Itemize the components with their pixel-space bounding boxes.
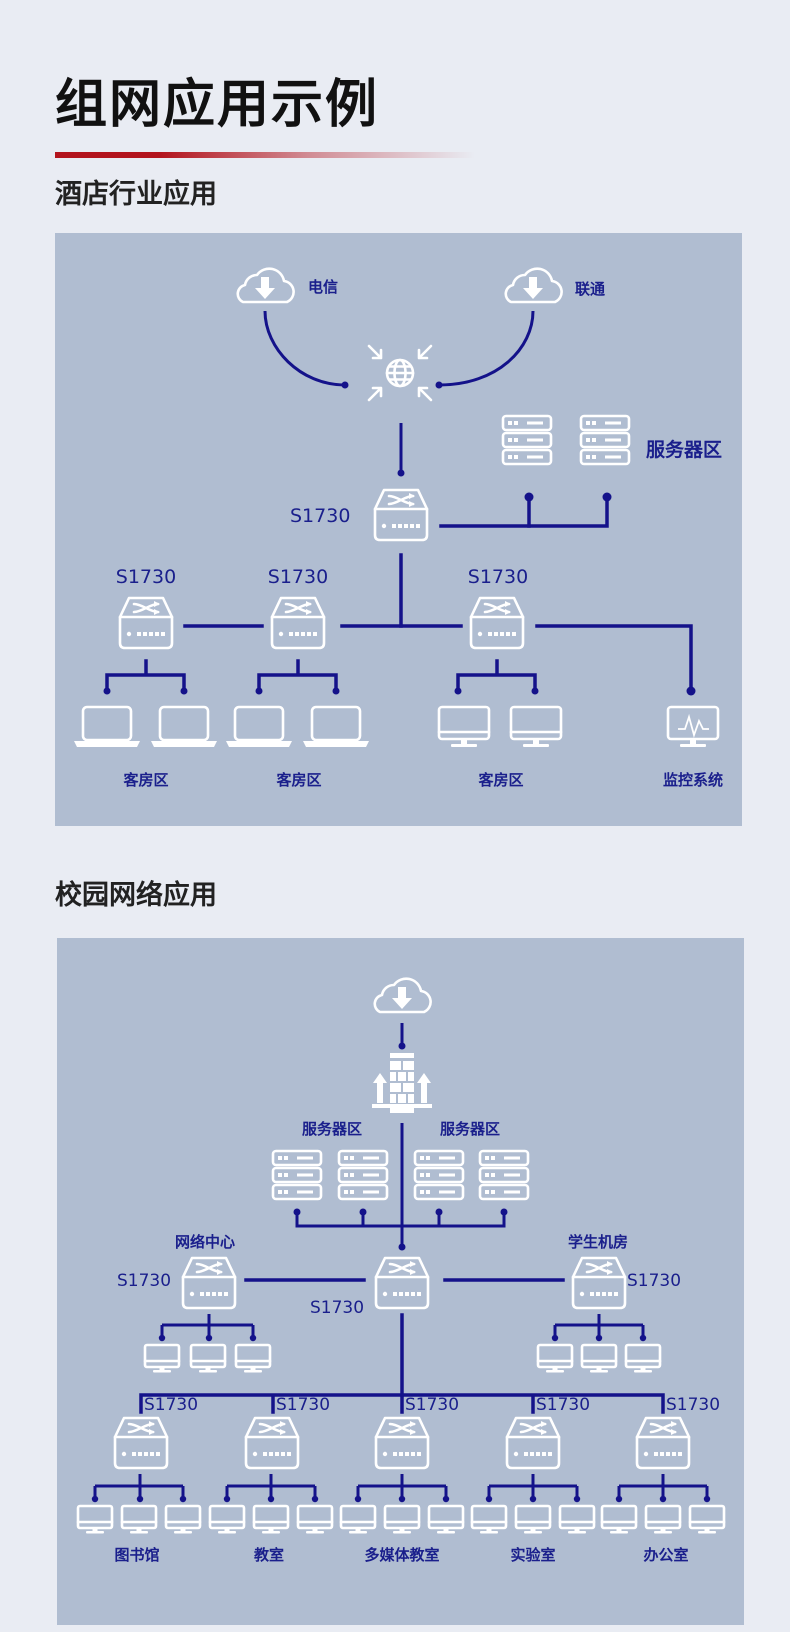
zone-label: 实验室 [510, 1546, 555, 1564]
pc-icon [558, 1504, 596, 1535]
pc-icon [514, 1504, 552, 1535]
desktop-icon [509, 705, 563, 749]
link-isp1-router [263, 310, 346, 387]
server-icon [413, 1149, 465, 1201]
switch-icon [118, 596, 174, 650]
server-icon [478, 1149, 530, 1201]
server-icon [501, 414, 553, 466]
zone-label: 图书馆 [114, 1546, 159, 1564]
pc-icon [189, 1343, 227, 1374]
server-zone-label: 服务器区 [302, 1120, 362, 1138]
switch-icon [113, 1416, 169, 1470]
server-zone-label: 服务器区 [440, 1120, 500, 1138]
page-title: 组网应用示例 [55, 75, 380, 135]
pc-icon [208, 1504, 246, 1535]
switch-icon [270, 596, 326, 650]
pc-row-left [143, 1343, 272, 1374]
pc-icon [644, 1504, 682, 1535]
switch-model-label: S1730 [405, 1395, 459, 1415]
switch-model-label: S1730 [268, 566, 328, 588]
zone-label: 客房区 [477, 771, 523, 789]
laptop-icon [224, 705, 294, 749]
switch-model-label: S1730 [666, 1395, 720, 1415]
switch-model-label: S1730 [116, 566, 176, 588]
server-icon [271, 1149, 323, 1201]
core-model-label: S1730 [310, 1298, 364, 1318]
pc-icon [164, 1504, 202, 1535]
isp-label: 电信 [308, 278, 338, 296]
pc-icon [252, 1504, 290, 1535]
server-icon [579, 414, 631, 466]
link-monitor [535, 624, 693, 690]
router-icon [367, 344, 433, 402]
campus-topology: 服务器区 服务器区 网络中心 学生机房 S1730 S1730 S1730 S1… [76, 977, 726, 1564]
pc-icon [296, 1504, 334, 1535]
link-core-servers [439, 496, 609, 528]
laptop-icon [149, 705, 219, 749]
hotel-section-title: 酒店行业应用 [55, 179, 217, 210]
pc-icon [339, 1504, 377, 1535]
core-switch-icon [374, 1256, 430, 1310]
cloud-icon [504, 267, 563, 304]
pc-icon [383, 1504, 421, 1535]
switch-icon [505, 1416, 561, 1470]
switch-model-label: S1730 [144, 1395, 198, 1415]
switch-icon [244, 1416, 300, 1470]
pc-icon [143, 1343, 181, 1374]
server-zone-label: 服务器区 [646, 438, 722, 461]
hotel-diagram: 电信 联通 服务器区 S1730 S1730 S1730 S1730 客房区 客… [55, 233, 742, 826]
zone-label: 多媒体教室 [364, 1546, 439, 1564]
pc-row-right [536, 1343, 662, 1374]
desktop-icon [437, 705, 491, 749]
server-icon [337, 1149, 389, 1201]
link-distribution-bar [139, 1393, 665, 1414]
laptop-icon [301, 705, 371, 749]
hotel-links [103, 310, 696, 696]
pc-icon [600, 1504, 638, 1535]
zone-label: 教室 [253, 1546, 284, 1564]
campus-links [91, 1023, 711, 1503]
switch-model-label: S1730 [627, 1271, 681, 1291]
zone-label: 监控系统 [663, 771, 723, 789]
monitoring-screen-icon [666, 705, 720, 749]
core-switch-icon [373, 488, 429, 542]
core-model-label: S1730 [290, 505, 350, 527]
pc-icon [234, 1343, 272, 1374]
pc-icon [536, 1343, 574, 1374]
campus-diagram: 服务器区 服务器区 网络中心 学生机房 S1730 S1730 S1730 S1… [57, 938, 744, 1625]
zone-label: 客房区 [275, 771, 321, 789]
switch-icon [469, 596, 525, 650]
pc-icon [688, 1504, 726, 1535]
pc-icon [624, 1343, 662, 1374]
pc-icon [76, 1504, 114, 1535]
firewall-icon [372, 1053, 432, 1113]
switch-icon [374, 1416, 430, 1470]
zone-label: 网络中心 [175, 1233, 235, 1251]
isp-label: 联通 [575, 280, 605, 298]
laptop-icon [72, 705, 142, 749]
link-isp2-router [438, 310, 535, 387]
title-accent-bar [55, 152, 475, 158]
switch-model-label: S1730 [536, 1395, 590, 1415]
zone-label: 学生机房 [568, 1233, 628, 1251]
switch-icon [571, 1256, 627, 1310]
pc-row-bottom [76, 1504, 726, 1535]
pc-icon [120, 1504, 158, 1535]
pc-icon [580, 1343, 618, 1374]
pc-icon [427, 1504, 465, 1535]
cloud-icon [373, 977, 432, 1014]
switch-model-label: S1730 [117, 1271, 171, 1291]
zone-label: 办公室 [643, 1546, 688, 1564]
pc-icon [470, 1504, 508, 1535]
cloud-icon [236, 267, 295, 304]
campus-section-title: 校园网络应用 [55, 880, 217, 911]
zone-label: 客房区 [122, 771, 168, 789]
switch-icon [181, 1256, 237, 1310]
switch-icon [635, 1416, 691, 1470]
switch-model-label: S1730 [276, 1395, 330, 1415]
hotel-topology: 电信 联通 服务器区 S1730 S1730 S1730 S1730 客房区 客… [72, 267, 723, 789]
switch-model-label: S1730 [468, 566, 528, 588]
